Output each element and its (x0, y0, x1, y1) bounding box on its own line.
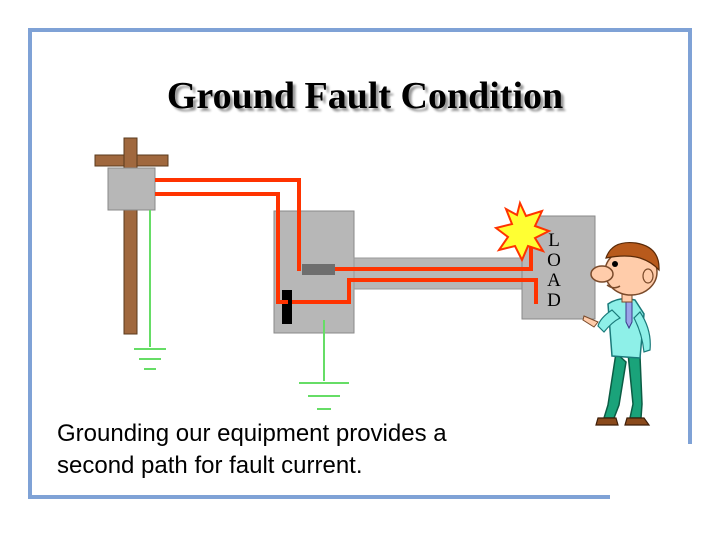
spark-icon (493, 200, 552, 263)
slide-frame-bottom (28, 495, 610, 499)
caption: Grounding our equipment provides a secon… (57, 418, 577, 482)
slide-frame-left (28, 28, 32, 498)
conduit (353, 257, 525, 290)
panel-ground-icon (299, 320, 349, 410)
utility-pole (94, 137, 169, 335)
load-letter-o: O (547, 250, 561, 271)
slide-frame-right (688, 28, 692, 444)
slide-frame-top (28, 28, 690, 32)
caption-line-2: second path for fault current. (57, 452, 363, 479)
transformer-box (107, 167, 156, 211)
slide-title: Ground Fault Condition (166, 75, 564, 117)
caption-line-1: Grounding our equipment provides a (57, 420, 447, 447)
pole-ground-icon (134, 210, 166, 370)
neutral-bar (282, 290, 292, 324)
cartoon-man (582, 241, 660, 426)
load-letter-a: A (547, 270, 561, 291)
load-letter-d: D (547, 290, 561, 311)
load-letter-l: L (548, 230, 560, 251)
neutral-wire (155, 192, 538, 304)
breaker (302, 264, 335, 275)
